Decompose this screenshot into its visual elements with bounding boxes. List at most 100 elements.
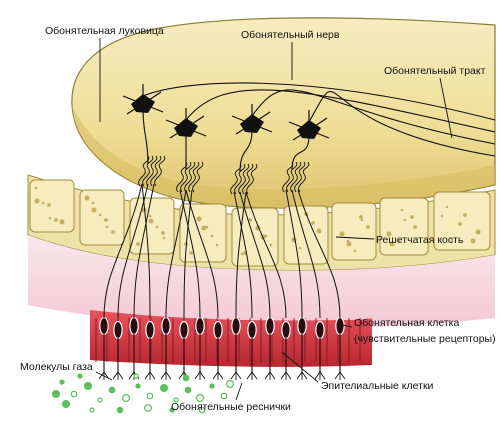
gas-molecule (121, 394, 130, 403)
glomerulus-strand (150, 155, 162, 187)
bone-pore (339, 231, 345, 237)
bone-pore (148, 218, 154, 224)
receptor-nucleus (265, 316, 275, 336)
mitral-neurons (122, 82, 496, 195)
gas-molecule (184, 386, 192, 394)
bone-block (231, 207, 279, 267)
tract-fibre (142, 82, 496, 121)
glomerulus-strand (234, 163, 246, 195)
bone-pore (189, 251, 193, 255)
bone-pore (48, 216, 52, 220)
gas-molecule (182, 374, 190, 382)
bone-pore (34, 186, 38, 190)
cilium (264, 371, 276, 380)
leader-receptor (341, 324, 353, 328)
bone-pore (311, 221, 315, 225)
axon-fibre (235, 191, 247, 319)
neuron-branch (169, 127, 187, 139)
label-olfactory-tract: Обонятельный тракт (384, 65, 486, 77)
olfactory-bulb-shade (72, 105, 495, 208)
gas-molecule (209, 383, 215, 389)
axon-fibre (183, 189, 193, 319)
receptor-nucleus (113, 320, 123, 340)
cilium (194, 371, 206, 380)
bone-pore (47, 203, 51, 207)
cilium (296, 371, 308, 380)
nerve-fibres (103, 183, 341, 319)
glomerulus-strand (286, 161, 298, 193)
receptor-nucleus (195, 316, 205, 336)
axon-fibre (233, 191, 253, 319)
bone-pore (34, 198, 40, 204)
bone-pore (54, 218, 58, 222)
bone-block (29, 179, 75, 233)
cilium (112, 371, 124, 380)
bone-pore (403, 218, 407, 222)
gas-molecule (97, 397, 103, 403)
axon-fibre (239, 191, 271, 319)
label-olfactory-cell: Обонятельная клетка (354, 317, 459, 329)
bone-pore (105, 225, 109, 229)
receptor-nucleus (281, 320, 291, 340)
neuron-branch (292, 129, 310, 141)
label-ethmoid-bone: Решетчатая кость (376, 234, 464, 246)
bone-pore (298, 246, 302, 250)
gas-molecule (89, 407, 95, 413)
axon-fibre (179, 189, 201, 319)
gas-molecule (169, 407, 175, 413)
bone-pore (445, 205, 449, 209)
bone-pore (248, 218, 252, 222)
receptor-nucleus (145, 320, 155, 340)
neuron-branch (308, 129, 330, 139)
mitral-dendrite (239, 129, 253, 173)
bone-pore (148, 214, 152, 218)
gas-molecule (51, 390, 60, 399)
axon-fibre (291, 189, 321, 319)
glomerulus-strand (298, 161, 310, 193)
bone-pore (98, 213, 102, 217)
cilium (334, 371, 346, 380)
bone-pore (360, 218, 364, 222)
gas-molecule (116, 406, 124, 414)
axon-fibre (117, 183, 149, 319)
label-gas-molecules: Молекулы газа (20, 361, 93, 373)
glomerulus-strand (154, 155, 166, 187)
neuron-branch (251, 111, 271, 125)
bone-pore (450, 238, 454, 242)
receptor-nucleus (213, 320, 223, 340)
bone-pore (386, 231, 392, 237)
bone-pore (458, 222, 462, 226)
axon-fibre (141, 183, 151, 319)
axon-fibre (245, 191, 287, 319)
neuron-branch (122, 95, 144, 105)
axon-fibre (285, 189, 303, 319)
glomerulus-strand (246, 163, 258, 195)
bone-pore (400, 208, 404, 212)
bone-pore (215, 243, 219, 247)
receptor-nucleus (231, 316, 241, 336)
bone-block (179, 203, 227, 263)
bone-pore (410, 215, 414, 219)
bone-pore (91, 207, 97, 213)
gas-molecule (144, 404, 153, 413)
neuron-branch (185, 115, 205, 129)
gas-molecule (70, 390, 78, 398)
bone-pore (111, 230, 115, 234)
bone-pore (389, 241, 395, 247)
olfactory-receptor-cells (99, 316, 345, 372)
gas-molecules-group (51, 373, 235, 414)
label-olfactory-bulb: Обонятельная луковица (45, 25, 164, 37)
neuron-branch (142, 103, 164, 113)
glomerulus-strand (290, 161, 302, 193)
glomerulus-strand (238, 163, 250, 195)
label-olfactory-cell-sub: (чувствительные рецепторы) (354, 333, 496, 345)
bone-pore (91, 201, 95, 205)
bone-pore (201, 225, 207, 231)
leader-gas (95, 371, 113, 381)
bone-pore (196, 216, 202, 222)
neuron-branch (126, 103, 144, 115)
label-olfactory-cilia: Обонятельные реснички (171, 401, 291, 413)
bone-pore (413, 225, 417, 229)
axon-fibre (133, 183, 155, 319)
